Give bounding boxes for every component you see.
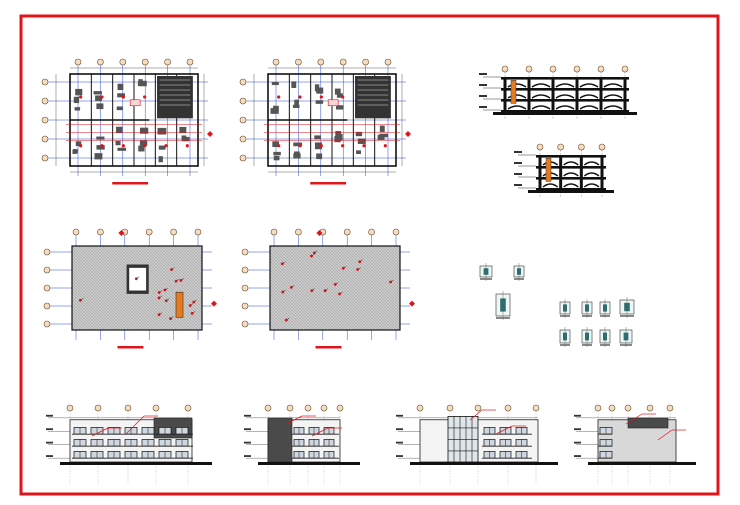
slab-plan-1	[43, 228, 217, 349]
floor-plan-2	[239, 58, 411, 185]
sheet-border	[19, 14, 720, 496]
elevation-rear	[396, 404, 558, 484]
section-2	[514, 143, 614, 198]
floor-plan-1	[41, 58, 213, 185]
elevation-side-2	[574, 404, 696, 484]
detail-group-1	[479, 263, 525, 320]
detail-group-2	[559, 297, 635, 347]
elevation-front	[46, 404, 212, 484]
section-1	[479, 65, 637, 120]
slab-plan-2	[241, 228, 415, 349]
elevation-side-1	[244, 404, 360, 484]
